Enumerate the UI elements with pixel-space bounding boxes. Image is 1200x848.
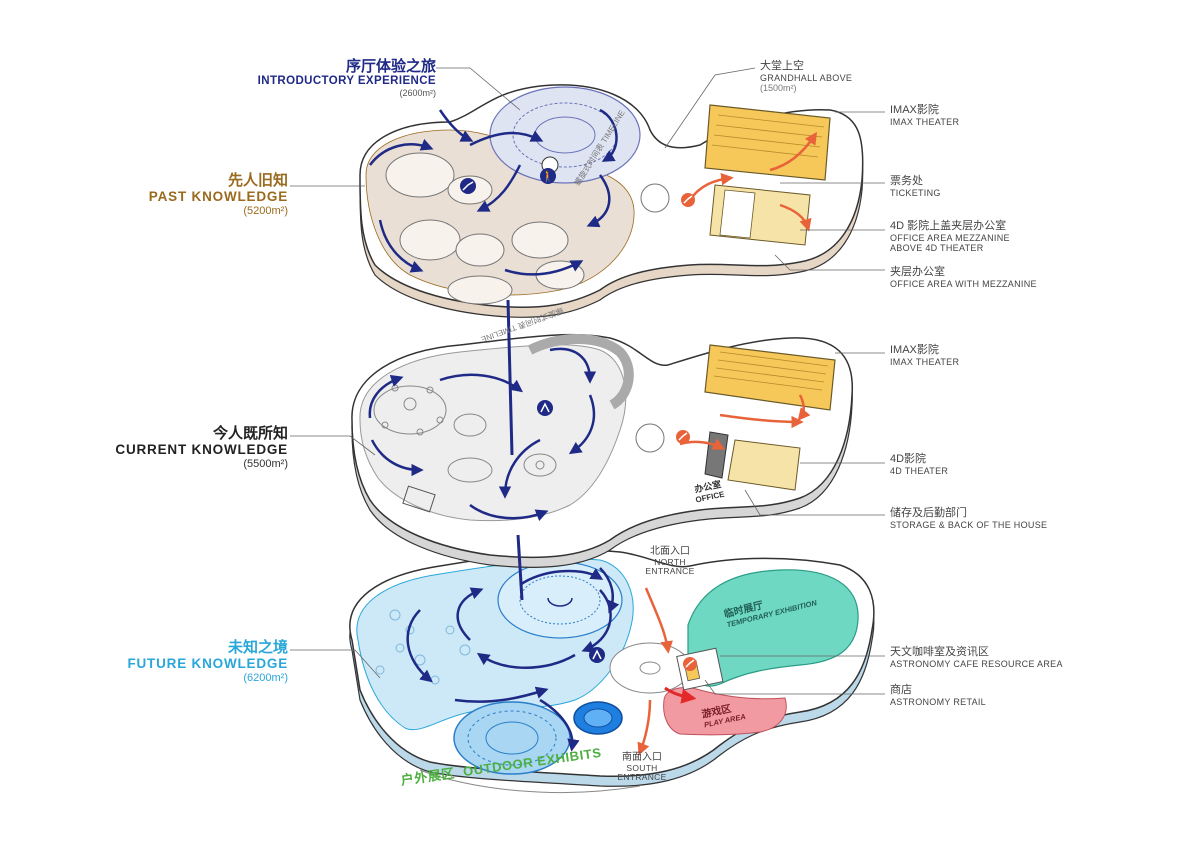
callout-north-entrance: 北面入口 NORTH ENTRANCE bbox=[640, 546, 700, 577]
storage-en: STORAGE & BACK OF THE HOUSE bbox=[890, 519, 1048, 530]
grandhall-cn: 大堂上空 bbox=[760, 60, 804, 72]
callout-astronomy-retail: 商店 ASTRONOMY RETAIL bbox=[890, 684, 986, 707]
vertical-circulation-line-upper bbox=[506, 299, 514, 456]
future-en: FUTURE KNOWLEDGE bbox=[127, 656, 288, 672]
callout-grandhall-above: 大堂上空 GRANDHALL ABOVE (1500m²) bbox=[760, 60, 852, 93]
label-future-knowledge: 未知之境 FUTURE KNOWLEDGE (6200m²) bbox=[90, 639, 288, 684]
south-entrance-en1: SOUTH bbox=[626, 762, 658, 773]
callout-imax-mid: IMAX影院 IMAX THEATER bbox=[890, 344, 959, 367]
cafe-en: ASTRONOMY CAFE RESOURCE AREA bbox=[890, 658, 1063, 669]
imax-top-en: IMAX THEATER bbox=[890, 116, 960, 127]
current-cn: 今人既所知 bbox=[212, 425, 288, 442]
svg-text:🚶: 🚶 bbox=[541, 170, 555, 183]
past-en: PAST KNOWLEDGE bbox=[148, 189, 288, 205]
mezz-office-cn: 4D 影院上盖夹层办公室 bbox=[890, 220, 1007, 232]
label-current-knowledge: 今人既所知 CURRENT KNOWLEDGE (5500m²) bbox=[90, 425, 288, 470]
north-entrance-en1: NORTH bbox=[654, 556, 686, 567]
introductory-cn: 序厅体验之旅 bbox=[345, 58, 436, 75]
level-past-plan bbox=[359, 84, 864, 318]
past-cn: 先人旧知 bbox=[227, 172, 288, 189]
callout-mezzanine-office: 4D 影院上盖夹层办公室 OFFICE AREA MEZZANINE ABOVE… bbox=[890, 220, 1010, 253]
escalator-icon bbox=[681, 193, 695, 207]
escalator-icon bbox=[676, 430, 690, 444]
callout-storage: 储存及后勤部门 STORAGE & BACK OF THE HOUSE bbox=[890, 507, 1047, 530]
past-area: (5200m²) bbox=[243, 204, 288, 217]
callout-south-entrance: 南面入口 SOUTH ENTRANCE bbox=[612, 752, 672, 783]
callout-imax-top: IMAX影院 IMAX THEATER bbox=[890, 104, 959, 127]
introductory-area: (2600m²) bbox=[399, 88, 436, 99]
office-mezz-en: OFFICE AREA WITH MEZZANINE bbox=[890, 278, 1037, 289]
callout-astronomy-cafe: 天文咖啡室及资讯区 ASTRONOMY CAFE RESOURCE AREA bbox=[890, 646, 1063, 669]
future-area: (6200m²) bbox=[243, 671, 288, 684]
label-introductory-experience: 序厅体验之旅 INTRODUCTORY EXPERIENCE (2600m²) bbox=[200, 58, 436, 99]
south-entrance-en2: ENTRANCE bbox=[617, 772, 667, 783]
north-entrance-cn: 北面入口 bbox=[650, 546, 690, 557]
pedestrian-icon bbox=[589, 647, 605, 663]
level-future-plan bbox=[349, 549, 875, 794]
theater-4d-en: 4D THEATER bbox=[890, 465, 949, 476]
theater-4d-cn: 4D影院 bbox=[890, 453, 927, 465]
south-entrance-cn: 南面入口 bbox=[622, 752, 662, 763]
escalator-icon bbox=[460, 178, 476, 194]
cafe-cn: 天文咖啡室及资讯区 bbox=[890, 646, 989, 658]
ticketing-en: TICKETING bbox=[890, 187, 941, 198]
leader-lines bbox=[290, 67, 885, 695]
imax-mid-en: IMAX THEATER bbox=[890, 356, 960, 367]
office-mezz-cn: 夹层办公室 bbox=[890, 266, 945, 278]
retail-en: ASTRONOMY RETAIL bbox=[890, 696, 986, 707]
retail-cn: 商店 bbox=[890, 684, 912, 696]
current-en: CURRENT KNOWLEDGE bbox=[115, 442, 288, 458]
mezz-office-en2: ABOVE 4D THEATER bbox=[890, 242, 984, 253]
callout-ticketing: 票务处 TICKETING bbox=[890, 175, 941, 198]
grandhall-en: GRANDHALL ABOVE bbox=[760, 72, 853, 83]
label-past-knowledge: 先人旧知 PAST KNOWLEDGE (5200m²) bbox=[90, 172, 288, 217]
north-entrance-en2: ENTRANCE bbox=[645, 566, 695, 577]
imax-mid-cn: IMAX影院 bbox=[890, 344, 939, 356]
future-cn: 未知之境 bbox=[227, 639, 288, 656]
level-current-plan bbox=[351, 333, 853, 568]
callout-4d-theater: 4D影院 4D THEATER bbox=[890, 453, 948, 476]
grandhall-area: (1500m²) bbox=[760, 82, 797, 93]
imax-top-cn: IMAX影院 bbox=[890, 104, 939, 116]
current-area: (5500m²) bbox=[243, 457, 288, 470]
storage-cn: 储存及后勤部门 bbox=[890, 507, 967, 519]
ticketing-cn: 票务处 bbox=[890, 175, 923, 187]
mezz-office-en1: OFFICE AREA MEZZANINE bbox=[890, 232, 1010, 243]
vertical-circulation-line-lower bbox=[516, 534, 524, 601]
elevator-icon bbox=[537, 400, 553, 416]
callout-office-mezzanine: 夹层办公室 OFFICE AREA WITH MEZZANINE bbox=[890, 266, 1037, 289]
introductory-en: INTRODUCTORY EXPERIENCE bbox=[257, 75, 436, 88]
escalator-icon bbox=[683, 657, 697, 671]
pedestrian-icon: 🚶 bbox=[540, 168, 556, 184]
